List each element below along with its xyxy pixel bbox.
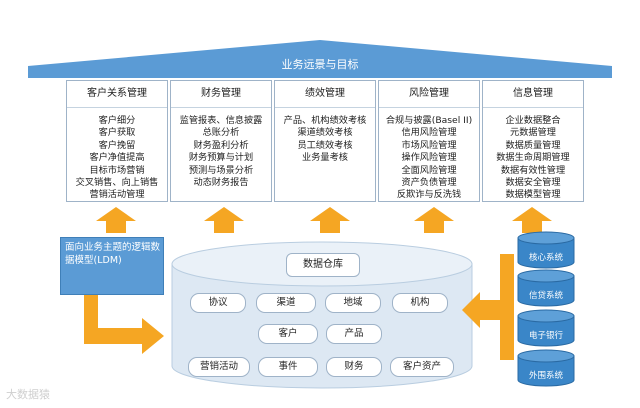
right-arrow-icon <box>84 292 164 354</box>
column-item: 操作风险管理 <box>401 152 457 164</box>
warehouse-title: 数据仓库 <box>286 253 360 277</box>
column-item: 预测与场景分析 <box>188 164 254 176</box>
watermark: 大数据猿 <box>6 388 50 401</box>
column-item: 营销活动管理 <box>89 189 145 201</box>
up-arrow-icon <box>310 207 350 233</box>
entity-pill: 产品 <box>326 324 382 344</box>
column-item: 业务量考核 <box>302 152 348 164</box>
column-item: 合规与披露(Basel II) <box>385 115 473 126</box>
source-label: 电子银行 <box>528 331 563 341</box>
up-arrow-icon <box>204 207 244 233</box>
column-item: 客户净值提高 <box>89 152 145 164</box>
entity-pill: 地域 <box>325 293 381 313</box>
column-title: 财务管理 <box>171 81 271 108</box>
left-arrow-icon <box>462 254 514 360</box>
column-item: 总账分析 <box>202 127 240 139</box>
column-item: 产品、机构绩效考核 <box>283 115 367 126</box>
column-risk: 风险管理 合规与披露(Basel II) 信用风险管理 市场风险管理 操作风险管… <box>378 80 480 202</box>
up-arrow-icon <box>96 207 136 233</box>
up-arrow-icon <box>414 207 454 233</box>
entity-pill: 渠道 <box>256 293 316 313</box>
column-item: 元数据管理 <box>510 127 556 139</box>
column-item: 客户获取 <box>98 127 136 139</box>
column-item: 员工绩效考核 <box>297 139 353 151</box>
column-finance: 财务管理 监管报表、信息披露 总账分析 财务盈利分析 财务预算与计划 预测与场景… <box>170 80 272 202</box>
source-label: 核心系统 <box>528 253 563 263</box>
column-item: 数据生命周期管理 <box>496 152 570 164</box>
roof-banner <box>28 40 612 78</box>
column-item: 监管报表、信息披露 <box>179 115 263 126</box>
entity-pill: 营销活动 <box>188 357 250 377</box>
column-item: 渠道绩效考核 <box>297 127 353 139</box>
column-item: 数据有效性管理 <box>500 164 566 176</box>
column-title: 信息管理 <box>483 81 583 108</box>
source-label: 外围系统 <box>528 371 563 381</box>
column-item: 全面风险管理 <box>401 164 457 176</box>
column-item: 动态财务报告 <box>193 177 249 189</box>
column-item: 数据安全管理 <box>505 177 561 189</box>
column-title: 绩效管理 <box>275 81 375 108</box>
column-item: 目标市场营销 <box>89 164 145 176</box>
column-item: 财务盈利分析 <box>193 139 249 151</box>
column-item: 数据模型管理 <box>505 189 561 201</box>
column-crm: 客户关系管理 客户细分 客户获取 客户挽留 客户净值提高 目标市场营销 交叉销售… <box>66 80 168 202</box>
column-item: 资产负债管理 <box>401 177 457 189</box>
entity-pill: 协议 <box>190 293 246 313</box>
column-item: 财务预算与计划 <box>188 152 254 164</box>
column-item: 客户挽留 <box>98 139 136 151</box>
entity-pill: 客户资产 <box>390 357 454 377</box>
up-arrow-icon <box>512 207 552 233</box>
ldm-label: 面向业务主题的逻辑数据模型(LDM) <box>60 237 164 295</box>
column-item: 市场风险管理 <box>401 139 457 151</box>
column-item: 交叉销售、向上销售 <box>75 177 159 189</box>
entity-pill: 财务 <box>326 357 382 377</box>
up-arrows <box>96 207 552 233</box>
column-item: 信用风险管理 <box>401 127 457 139</box>
roof-title: 业务远景与目标 <box>281 58 359 71</box>
column-item: 数据质量管理 <box>505 139 561 151</box>
entity-pill: 事件 <box>258 357 318 377</box>
column-item: 反欺诈与反洗钱 <box>396 189 462 201</box>
column-item: 客户细分 <box>98 115 136 126</box>
entity-pill: 客户 <box>258 324 318 344</box>
column-title: 风险管理 <box>379 81 479 108</box>
column-performance: 绩效管理 产品、机构绩效考核 渠道绩效考核 员工绩效考核 业务量考核 <box>274 80 376 202</box>
column-title: 客户关系管理 <box>67 81 167 108</box>
column-info: 信息管理 企业数据整合 元数据管理 数据质量管理 数据生命周期管理 数据有效性管… <box>482 80 584 202</box>
column-item: 企业数据整合 <box>505 115 561 126</box>
entity-pill: 机构 <box>392 293 448 313</box>
source-label: 信贷系统 <box>528 291 563 301</box>
